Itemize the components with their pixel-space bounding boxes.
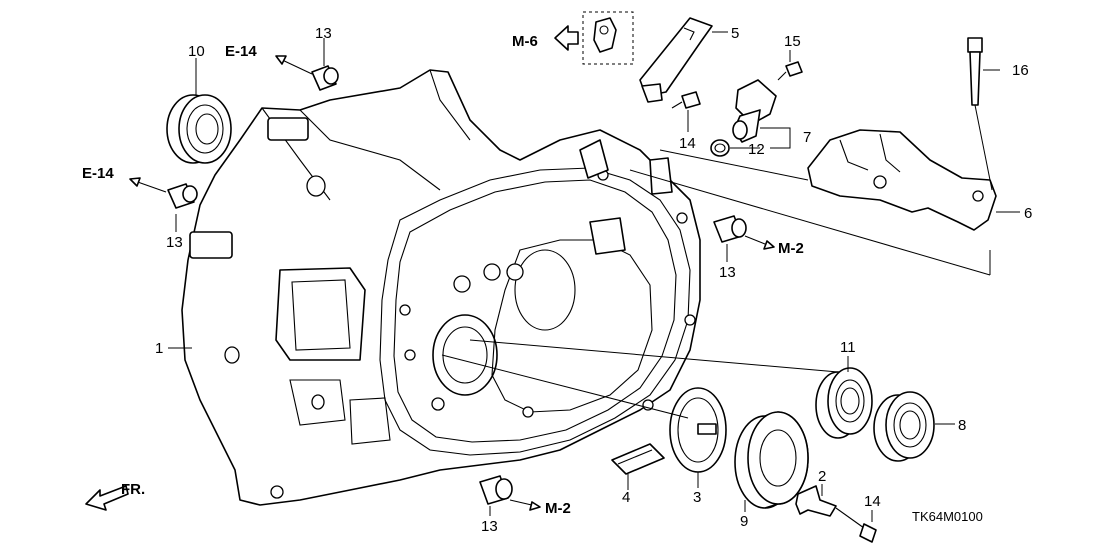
ref-e14-left: E-14 xyxy=(82,165,114,182)
m6-reference-box xyxy=(582,11,634,65)
callout-11: 11 xyxy=(840,339,856,356)
callout-2: 2 xyxy=(818,468,826,485)
front-direction-arrow xyxy=(85,485,129,511)
callout-14-top: 14 xyxy=(679,135,696,152)
callout-16: 16 xyxy=(1012,62,1029,79)
long-bolt xyxy=(967,37,983,106)
cover-plate xyxy=(669,387,727,473)
callout-4: 4 xyxy=(622,489,630,506)
clip xyxy=(795,485,837,517)
callout-13-top: 13 xyxy=(315,25,332,42)
dowel-pin-right xyxy=(713,215,747,243)
callout-15: 15 xyxy=(784,33,801,50)
pad xyxy=(611,443,665,475)
dowel-pin-left xyxy=(167,183,198,209)
callout-3: 3 xyxy=(693,489,701,506)
callout-13-bottom: 13 xyxy=(481,518,498,535)
callout-9: 9 xyxy=(740,513,748,530)
callout-7: 7 xyxy=(803,129,811,146)
callout-6: 6 xyxy=(1024,205,1032,222)
dowel-pin-bottom xyxy=(479,475,513,505)
diagram-code: TK64M0100 xyxy=(912,509,983,524)
bracket xyxy=(639,17,713,103)
ref-m6: M-6 xyxy=(512,33,538,50)
leader-lines xyxy=(129,25,1020,522)
bolt-small-bottom xyxy=(835,507,877,543)
callout-13-right: 13 xyxy=(719,264,736,281)
callout-5: 5 xyxy=(731,25,739,42)
o-ring xyxy=(710,139,730,157)
callout-13-left: 13 xyxy=(166,234,183,251)
bolt-flange xyxy=(671,91,701,109)
clutch-housing xyxy=(181,69,701,506)
ref-m2-bottom: M-2 xyxy=(545,500,571,517)
mount-bracket xyxy=(807,129,997,231)
bolt-small xyxy=(777,61,803,81)
callout-1: 1 xyxy=(155,340,163,357)
callout-12: 12 xyxy=(748,141,765,158)
callout-14-bottom: 14 xyxy=(864,493,881,510)
ref-e14-top: E-14 xyxy=(225,43,257,60)
oil-seal xyxy=(166,94,232,164)
callout-8: 8 xyxy=(958,417,966,434)
ref-m2-right: M-2 xyxy=(778,240,804,257)
sensor xyxy=(732,79,777,143)
ball-bearing xyxy=(815,367,873,439)
needle-bearing xyxy=(734,411,809,509)
ball-bearing-large xyxy=(873,391,935,462)
callout-10: 10 xyxy=(188,43,205,60)
front-marker-label: FR. xyxy=(121,481,145,498)
dowel-pin-top xyxy=(311,65,339,91)
